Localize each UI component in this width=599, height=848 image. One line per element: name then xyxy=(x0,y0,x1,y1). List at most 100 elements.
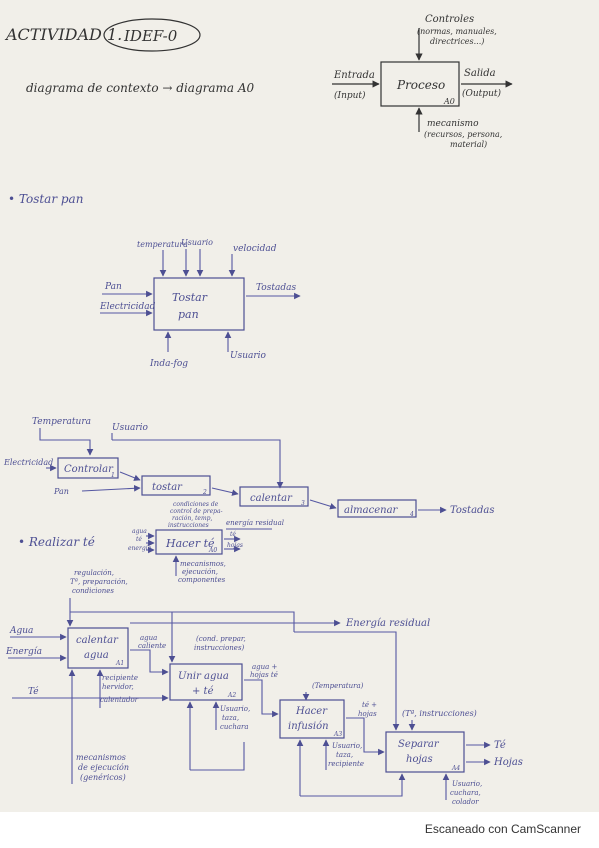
legend-process-label: Proceso xyxy=(396,78,445,92)
tea-mech-left-2: de ejecución xyxy=(78,763,129,772)
tea-mech-a1-3: calentador xyxy=(100,696,139,704)
toast-box xyxy=(153,277,245,331)
tea-a1-box xyxy=(67,627,129,669)
tea-mech-a1-2: hervidor, xyxy=(102,683,134,691)
tea-a4-line-1: Separar xyxy=(398,739,440,750)
legend-controls-note-1: (normas, manuales, xyxy=(417,27,497,36)
tea-a1-line-1: calentar xyxy=(76,635,119,646)
tea-input-energia-label: Energía xyxy=(5,646,42,657)
toast-control-velocidad: velocidad xyxy=(233,244,277,254)
detail-note-2: control de prepa- xyxy=(170,508,223,515)
tea-mech-a2-1: Usuario, xyxy=(220,705,250,713)
legend-output: Salida xyxy=(464,68,496,79)
tea-tea-leaves-2: hojas xyxy=(358,710,377,718)
tea-a4-box xyxy=(385,731,465,773)
toast-output-tostadas: Tostadas xyxy=(256,283,296,293)
tea-a2-box xyxy=(169,663,243,701)
tea-a3-box xyxy=(279,699,345,739)
tea-a3-line-1: Hacer xyxy=(295,706,328,717)
tea-control-1: regulación, xyxy=(74,569,114,577)
detail-box-calentar xyxy=(239,486,309,507)
legend-input-note: (Input) xyxy=(334,90,366,101)
tea-temp-instr: (Tª, instrucciones) xyxy=(402,709,477,718)
detail-box-almacenar-label: almacenar xyxy=(344,505,399,516)
tea-a3-line-2: infusión xyxy=(288,721,329,732)
detail-input-pan: Pan xyxy=(53,487,69,496)
tea-mech-a4-1: Usuario, xyxy=(452,780,482,788)
tea-input-energia: energía xyxy=(128,545,152,552)
tea-a4-code: A4 xyxy=(451,765,460,772)
tea-a4-line-2: hojas xyxy=(406,754,433,765)
tea-control-3: condiciones xyxy=(72,587,114,595)
legend-mechanism-note-1: (recursos, persona, xyxy=(424,130,502,139)
legend-output-note: (Output) xyxy=(462,88,501,99)
toast-mechanism-1: Inda-fog xyxy=(149,359,188,369)
legend-mechanism-note-2: material) xyxy=(450,140,487,149)
tea-a3-code: A3 xyxy=(333,731,342,738)
detail-note-1: condiciones de xyxy=(173,501,219,508)
detail-box-calentar-num: 3 xyxy=(301,500,305,507)
tea-mech-left-1: mecanismos xyxy=(76,753,126,762)
tea-hot-water-2: caliente xyxy=(138,642,166,650)
tea-mech-a4-2: cuchara, xyxy=(450,789,481,797)
tea-a2-line-1: Unir agua xyxy=(178,671,229,682)
detail-input-electricidad: Electricidad xyxy=(3,458,53,467)
subtitle: diagrama de contexto → diagrama A0 xyxy=(26,81,255,95)
tea-mech-a2-3: cuchara xyxy=(220,723,249,731)
tea-input-agua-label: Agua xyxy=(9,626,33,636)
tea-out-hojas-label: Hojas xyxy=(493,757,523,768)
legend-controls-note-2: directrices...) xyxy=(430,37,484,46)
title-area: ACTIVIDAD 1. IDEF-0 diagrama de contexto… xyxy=(4,18,255,95)
activity-title: ACTIVIDAD 1. xyxy=(4,25,122,44)
scan-footer: Escaneado con CamScanner xyxy=(0,812,599,848)
detail-note-4: instrucciones xyxy=(168,522,209,529)
detail-note-3: ración, temp, xyxy=(172,515,213,522)
tea-a2-line-2: + té xyxy=(192,686,214,697)
tea-water-leaves-1: agua + xyxy=(252,663,278,671)
toast-input-electricidad: Electricidad xyxy=(99,302,156,312)
tea-cond-1: (cond. prepar, xyxy=(196,635,246,643)
tea-a2-code: A2 xyxy=(227,692,236,699)
toast-control-usuario: Usuario xyxy=(181,238,213,247)
idef0-legend: Proceso A0 Controles (normas, manuales, … xyxy=(332,14,513,149)
detail-control-temperatura: Temperatura xyxy=(32,417,91,427)
detail-box-almacenar xyxy=(337,499,417,518)
legend-process-box xyxy=(380,61,460,107)
idef0-diagram: ACTIVIDAD 1. IDEF-0 diagrama de contexto… xyxy=(3,14,523,806)
tea-box-code: A0 xyxy=(208,547,217,554)
tea-mech-left-3: (genéricos) xyxy=(80,773,126,782)
tea-a1-line-2: agua xyxy=(84,650,109,661)
tea-mech-a2-2: taza, xyxy=(222,714,239,722)
detail-box-tostar-label: tostar xyxy=(152,482,183,493)
tea-detail-diagram: regulación, Tª, preparación, condiciones… xyxy=(5,569,523,806)
scanner-watermark: Escaneado con CamScanner xyxy=(424,822,581,836)
legend-process-code: A0 xyxy=(443,97,455,106)
tea-mech-a4-3: colador xyxy=(452,798,479,806)
tea-cond-2: instrucciones) xyxy=(194,644,245,652)
toast-context-diagram: • Tostar pan Tostar pan temperatura Usua… xyxy=(8,192,301,369)
toast-box-line-1: Tostar xyxy=(172,291,208,304)
tea-out-te: té xyxy=(230,531,236,538)
detail-box-tostar-num: 2 xyxy=(202,489,207,496)
legend-controls: Controles xyxy=(425,14,474,25)
toast-heading: • Tostar pan xyxy=(8,192,83,206)
tea-temperatura: (Temperatura) xyxy=(312,682,364,690)
tea-input-te-label: Té xyxy=(28,686,39,697)
tea-mech-1: mecanismos, xyxy=(180,560,226,568)
topic-label: IDEF-0 xyxy=(123,27,178,45)
detail-box-almacenar-num: 4 xyxy=(409,511,414,518)
detail-residual: energía residual xyxy=(226,519,284,527)
tea-control-2: Tª, preparación, xyxy=(70,578,128,586)
tea-mech-a1-1: recipiente xyxy=(102,674,138,682)
toast-control-temperatura: temperatura xyxy=(137,240,188,249)
tea-mech-a3-1: Usuario, xyxy=(332,742,362,750)
toast-box-line-2: pan xyxy=(178,308,199,321)
detail-box-controlar xyxy=(57,457,119,479)
tea-out-hojas: hojas xyxy=(227,542,243,549)
tea-a1-code: A1 xyxy=(115,660,124,667)
detail-box-calentar-label: calentar xyxy=(250,493,293,504)
tea-water-leaves-2: hojas té xyxy=(250,671,278,679)
detail-control-usuario: Usuario xyxy=(112,423,149,433)
tea-hot-water-1: agua xyxy=(140,634,157,642)
